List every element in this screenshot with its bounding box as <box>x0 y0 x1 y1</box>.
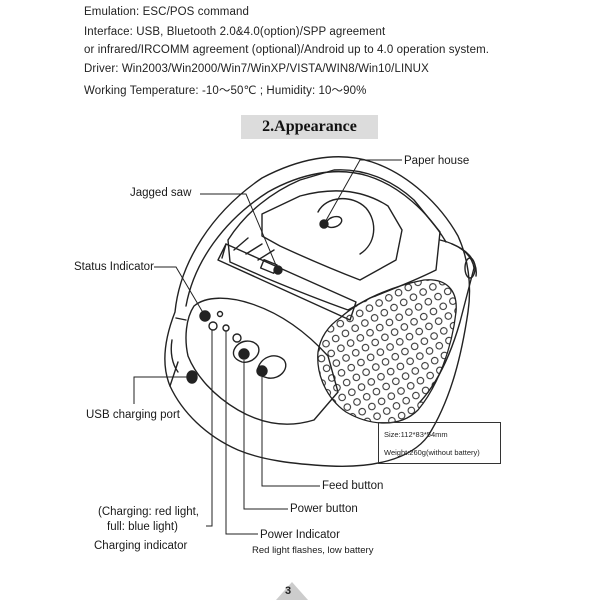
paper-slot <box>217 243 357 321</box>
leader-usb-port <box>133 376 192 404</box>
spec-box: Size:112*83*54mm Weight:260g(without bat… <box>378 422 501 464</box>
printer-inner-shell <box>185 170 447 307</box>
label-paper-house: Paper house <box>404 155 470 167</box>
leader-jagged-saw <box>200 193 279 271</box>
printer-lid <box>227 169 441 311</box>
front-panel <box>185 297 339 425</box>
label-charging-note-2: full: blue light) <box>107 521 178 533</box>
paper-house-window <box>261 190 403 281</box>
label-charging-note-1: (Charging: red light, <box>98 506 199 518</box>
leader-power-button <box>243 360 288 510</box>
spec-driver: Driver: Win2003/Win2000/Win7/WinXP/VISTA… <box>84 63 429 75</box>
label-power-indicator-note: Red light flashes, low battery <box>252 545 374 556</box>
speaker-grille <box>317 279 457 424</box>
label-feed-button: Feed button <box>322 480 384 492</box>
spec-box-size: Size:112*83*54mm <box>384 430 448 439</box>
label-power-indicator: Power Indicator <box>260 529 340 541</box>
spec-box-weight: Weight:260g(without battery) <box>384 448 480 457</box>
power-button-shape <box>232 340 260 363</box>
page-number-marker <box>276 582 308 600</box>
label-usb-charging-port: USB charging port <box>86 409 180 421</box>
section-title: 2.Appearance <box>241 115 378 139</box>
label-status-indicator: Status Indicator <box>74 261 154 273</box>
spec-emulation: Emulation: ESC/POS command <box>84 6 249 18</box>
spec-interface: Interface: USB, Bluetooth 2.0&4.0(option… <box>84 26 386 38</box>
label-jagged-saw: Jagged saw <box>130 187 192 199</box>
spec-working-temperature: Working Temperature: -10～50℃ ; Humidity:… <box>84 85 367 97</box>
page-number: 3 <box>285 585 292 597</box>
leader-power-indicator <box>225 331 258 535</box>
leader-paper-house <box>323 159 402 225</box>
leader-charging-indicator <box>206 330 213 527</box>
paper-roll <box>317 198 375 255</box>
label-charging-indicator: Charging indicator <box>94 540 188 552</box>
label-power-button: Power button <box>290 503 358 515</box>
leader-status-indicator <box>154 266 206 317</box>
spec-interface-continued: or infrared/IRCOMM agreement (optional)/… <box>84 44 490 56</box>
printer-outer-body <box>164 156 471 467</box>
leader-feed-button <box>261 376 320 487</box>
